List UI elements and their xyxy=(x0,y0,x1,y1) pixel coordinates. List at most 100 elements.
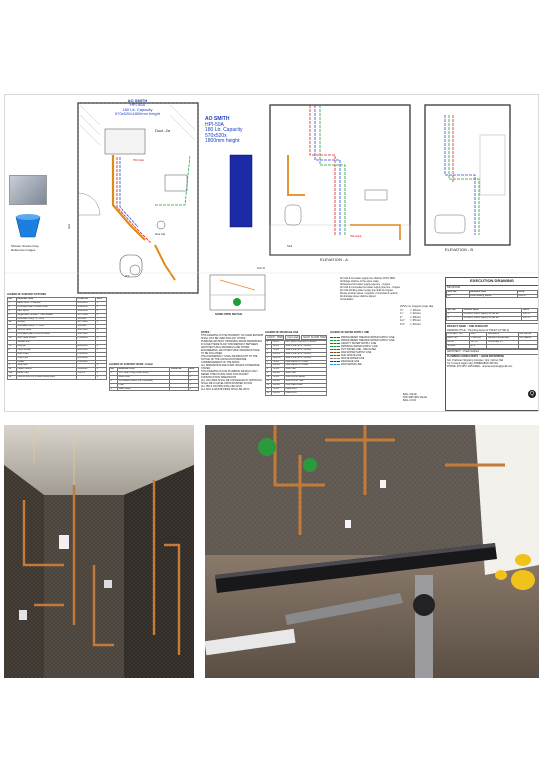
legend-swatch xyxy=(330,361,340,362)
list-item: IN CASE THERE IS ANY DISCREPANCY BETWEEN xyxy=(201,343,258,346)
plan-heater xyxy=(104,128,146,155)
list-item: All Cold & Concealed hot water supply pi… xyxy=(340,286,401,289)
list-item: BALL COCK xyxy=(403,399,417,402)
table-cell: 14 xyxy=(264,390,273,396)
pipe-size-mm: = 42mm xyxy=(410,322,421,326)
legend-label: RAW WATER SUPPLY LINE xyxy=(341,351,372,354)
list-item: Please provide valves / supports / horiz… xyxy=(340,292,398,295)
list-item: RAW WATER SUPPLY LINE xyxy=(330,351,400,354)
legend-label: PRESSURIZED TREATED WATER SUPPLY LINE xyxy=(341,339,395,342)
pipe-size-inch: 1½" xyxy=(400,322,406,326)
pipe-size-inch: 1" xyxy=(400,315,403,319)
list-item: WASTE WATER LINE xyxy=(330,357,400,360)
table1-title: LEGEND OF SANITARY FIXTURES xyxy=(7,293,47,296)
door-label: Door xyxy=(68,223,72,230)
plan-pipe-green xyxy=(155,154,191,206)
table-cell: SCALE xyxy=(446,343,470,349)
table-cell: CLEANOUT xyxy=(283,390,328,396)
table-cell: R0 xyxy=(446,293,470,299)
wc-label: W.C xyxy=(125,275,130,278)
list-item: SHALL BE 12 LEVEL FROM FINISHED FLOOR xyxy=(201,382,253,385)
table-cell xyxy=(517,343,538,349)
list-item: PRESSURIZED TREATED WATER SUPPLY LINE xyxy=(330,336,400,339)
legend-label: RAIN WATER LINE xyxy=(341,363,362,366)
list-item: NON RETURN VALVE xyxy=(403,396,427,399)
address-line-2: Tel: 6 Anand nagar road, AHMEDABAD 380 0… xyxy=(447,361,499,365)
table-cell: NTS xyxy=(468,343,488,349)
consultant-logo: Q xyxy=(528,390,536,398)
list-item: BALL VALVE xyxy=(403,393,417,396)
list-item: ALL SOIL & WASTE PIPES SHALL BE UPVC xyxy=(201,388,250,391)
list-item: All Exposed hot water supply pipe line -… xyxy=(340,283,391,286)
address-line-1: 321, Prathvam Shopping Complex, Opp. Neh… xyxy=(447,358,504,362)
phone-line: PHONE: 079 2657 1125 EMAIL : anamenterpr… xyxy=(447,364,513,368)
pipe-size-mm: = 35mm xyxy=(410,319,421,323)
table-cell: Wash Basin xyxy=(117,386,171,392)
pipe-size-row: 1" = 28mm xyxy=(400,316,440,320)
list-item: ARCHITECTURAL DRAWINGS AND OTHER xyxy=(201,346,250,349)
sunk-pipe-circle xyxy=(233,298,241,306)
legend-swatch xyxy=(330,343,340,344)
pipe-size-inch: ¾" xyxy=(400,312,404,316)
plan-wc xyxy=(119,254,143,278)
elev-a-red-pipe xyxy=(309,105,336,235)
plan-pipe-orange-2 xyxy=(154,244,176,281)
plumbing-drawing-sheet: AO SMITH HPI-50A 180 Ltr. Capacity 570x5… xyxy=(4,94,539,412)
list-item: SHALL NOT BE USED FOR ANY OTHER xyxy=(201,337,246,340)
hw-supply-label: HW supply xyxy=(350,235,362,238)
elev-a-green-pipe xyxy=(319,105,346,235)
table-cell: 2 xyxy=(446,316,463,322)
table-cell: 1 xyxy=(95,375,107,381)
legend-swatch xyxy=(330,355,340,356)
plan-basin xyxy=(164,174,188,192)
pipe-size-row: ½"= 15mm xyxy=(400,309,440,313)
legend-label: PRESSURIZED TREATED WATER SUPPLY LINE xyxy=(341,336,395,339)
project-name: PROJECT NAME :- ONE PANCHVATI xyxy=(446,323,538,329)
drawing-title: DRAWING TITLE :- Plumbing layout of TOIL… xyxy=(447,329,510,333)
table-cell: Initial drawing issued xyxy=(468,293,518,299)
list-item: THIS DRAWING IS FOR PLUMBING DETAILS ONL… xyxy=(201,370,258,373)
heater-label-plan: AO SMITH HPI-50A 180 Ltr. Capacity 570x5… xyxy=(115,98,160,117)
sunk-detail-outline xyxy=(209,274,266,311)
table-cell: 3 xyxy=(108,386,119,392)
tank-label: Tank xyxy=(287,245,293,248)
legend-label: DRAINAGE LINE xyxy=(341,360,360,363)
consultant-line: PLUMBING CONSULTANTS :- ANAM ENTERPRISE xyxy=(446,353,538,359)
list-item: SOIL WASTE LINE xyxy=(330,354,400,357)
legend-label: WASTE WATER LINE xyxy=(341,357,365,360)
list-item: REFER STRUCTURAL DWG FOR ADJOINT xyxy=(201,373,249,376)
list-item: All Cold drinking water supply line shal… xyxy=(340,289,394,292)
plan-wall-hatch xyxy=(79,104,196,146)
list-item: STATED xyxy=(201,367,211,370)
site-photo-right-render xyxy=(205,425,539,678)
list-item: All Cold & hot water supply line shall b… xyxy=(340,277,395,280)
site-photo-left-render xyxy=(4,425,194,678)
table-cell: 13/7/17 xyxy=(521,316,538,322)
pipe-size-mm: = 28mm xyxy=(410,315,421,319)
legend-swatch xyxy=(330,346,340,347)
heater-label-elevation: AO SMITH HPI-50A 180 Ltr. Capacity 570x5… xyxy=(205,116,243,145)
table-cell xyxy=(486,343,519,349)
list-item: DRINKING WATER SUPPLY LINE xyxy=(330,345,400,348)
elev-a-heater xyxy=(229,154,253,228)
drawing-linework xyxy=(5,102,538,311)
pipe-size-inch: 1¼" xyxy=(400,319,406,323)
shower-channel-image-1 xyxy=(9,175,47,205)
list-item: Consultation xyxy=(340,298,354,301)
plan-pipe-orange xyxy=(111,155,146,241)
table-cell: 1 xyxy=(187,386,200,392)
from-d-label: From D xyxy=(257,267,265,270)
plan-pipe-blue xyxy=(119,157,139,228)
